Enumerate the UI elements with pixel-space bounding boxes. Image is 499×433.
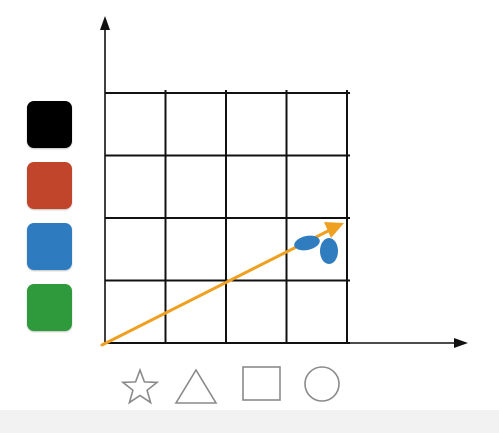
vector-line [100, 228, 332, 347]
y-axis-arrowhead [100, 16, 110, 30]
shape-toolbar [120, 366, 340, 405]
grid [105, 90, 350, 344]
color-palette [27, 101, 72, 331]
star-icon[interactable] [120, 367, 160, 405]
x-axis-arrowhead [454, 338, 468, 348]
circle-icon[interactable] [304, 366, 340, 402]
blue-blob-cluster [294, 235, 338, 264]
vector-arrowhead [324, 222, 344, 238]
swatch-black[interactable] [27, 101, 72, 148]
blob [320, 238, 338, 264]
square-icon[interactable] [242, 366, 281, 401]
triangle-icon[interactable] [174, 368, 218, 404]
swatch-red[interactable] [27, 162, 72, 209]
swatch-green[interactable] [27, 284, 72, 331]
vector-arrow [100, 222, 344, 347]
swatch-blue[interactable] [27, 223, 72, 270]
bottom-band [0, 410, 499, 433]
axes [100, 16, 468, 348]
blob [294, 235, 320, 251]
